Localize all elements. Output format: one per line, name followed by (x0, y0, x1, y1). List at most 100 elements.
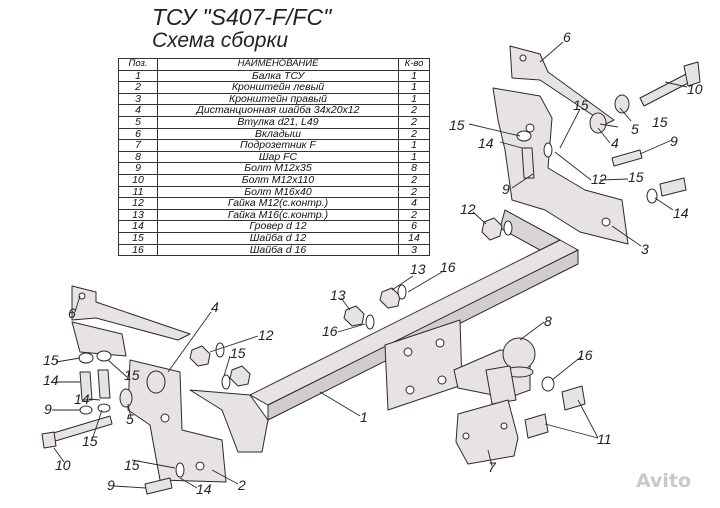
cell-name: Гайка М12(с.контр.) (157, 197, 399, 210)
callout-15: 15 (124, 457, 140, 473)
tow-ball (453, 337, 536, 405)
bolt-m12x110-right (639, 61, 701, 107)
cell-quantity: 3 (398, 243, 430, 257)
avito-watermark: Avito (636, 470, 692, 492)
spacer-left (119, 370, 166, 408)
diagram-subtitle: Схема сборки (152, 29, 289, 52)
cell-quantity: 2 (398, 127, 430, 141)
callout-5: 5 (631, 121, 639, 137)
callout-6: 6 (68, 305, 76, 321)
nut-m12-right (481, 217, 503, 241)
callout-15: 15 (43, 352, 59, 368)
callout-12: 12 (460, 201, 476, 217)
left-bracket (127, 359, 227, 483)
callout-4: 4 (611, 135, 619, 151)
callout-16: 16 (440, 259, 456, 275)
callout-15: 15 (230, 345, 246, 361)
callout-13: 13 (330, 287, 346, 303)
cell-name: Болт М12х35 (157, 162, 399, 175)
callout-16: 16 (577, 347, 593, 363)
cell-quantity: 8 (398, 162, 430, 175)
diagram-title: ТСУ "S407-F/FC" (152, 4, 332, 30)
callout-10: 10 (687, 81, 703, 97)
bolt-m12x35-f (144, 477, 173, 495)
callout-9: 9 (44, 401, 52, 417)
cell-position: 12 (118, 197, 158, 210)
cell-quantity: 1 (398, 139, 430, 152)
bolt-m12x35-b (659, 177, 687, 197)
callout-7: 7 (488, 459, 497, 475)
callout-15: 15 (652, 114, 668, 130)
callout-14: 14 (478, 135, 494, 151)
callout-6: 6 (563, 29, 571, 45)
cell-quantity: 2 (398, 173, 430, 187)
socket-plate (455, 399, 519, 465)
cell-quantity: 2 (398, 208, 430, 222)
callout-12: 12 (258, 327, 274, 343)
right-bracket (492, 87, 629, 245)
spacer-right (589, 94, 630, 134)
callout-9: 9 (107, 477, 115, 493)
callout-13: 13 (410, 261, 426, 277)
nut-m12-left (189, 345, 211, 367)
cell-name: Шайба d 16 (157, 243, 399, 257)
ball-mount-plate (384, 319, 463, 411)
nut-m16-a (379, 287, 401, 309)
callout-15: 15 (573, 97, 589, 113)
callout-10: 10 (55, 457, 71, 473)
callout-9: 9 (670, 133, 678, 149)
callout-8: 8 (544, 313, 552, 329)
cell-name: Вкладыш (157, 127, 399, 141)
callout-15: 15 (449, 117, 465, 133)
cell-position: 13 (118, 208, 158, 222)
callout-2: 2 (237, 477, 246, 493)
cell-name: Болт М16х40 (157, 185, 399, 199)
callout-12: 12 (591, 171, 607, 187)
cell-quantity: 14 (398, 231, 430, 245)
cell-quantity: 2 (398, 185, 430, 199)
callout-15: 15 (628, 169, 644, 185)
callout-15: 15 (82, 433, 98, 449)
callout-labels: 6 10 15 15 5 4 15 14 9 12 9 15 14 3 12 1… (43, 29, 703, 497)
right-insert (509, 45, 615, 125)
callout-1: 1 (360, 409, 368, 425)
callout-15: 15 (124, 367, 140, 383)
cell-quantity: 6 (398, 220, 430, 233)
callout-11: 11 (597, 431, 612, 447)
cell-name: Шар FC (157, 150, 399, 164)
cell-position: 10 (118, 173, 158, 187)
callout-9: 9 (502, 181, 510, 197)
callout-4: 4 (211, 299, 219, 315)
cell-quantity: 1 (398, 150, 430, 164)
callout-14: 14 (673, 205, 689, 221)
bolt-m12x35-c (521, 147, 535, 179)
nut-m16-b (343, 305, 365, 327)
parts-table-header-row: Поз. НАИМЕНОВАНИЕ К-во (118, 58, 430, 71)
cell-quantity: 4 (398, 197, 430, 210)
bolt-m16x40-a (524, 385, 586, 439)
callout-5: 5 (126, 411, 134, 427)
leader-lines (52, 41, 688, 489)
bolt-m12x110-left (41, 415, 113, 449)
callout-3: 3 (641, 241, 649, 257)
callout-14: 14 (74, 391, 90, 407)
tow-beam (189, 209, 579, 453)
callout-14: 14 (196, 481, 212, 497)
callout-14: 14 (43, 372, 59, 388)
